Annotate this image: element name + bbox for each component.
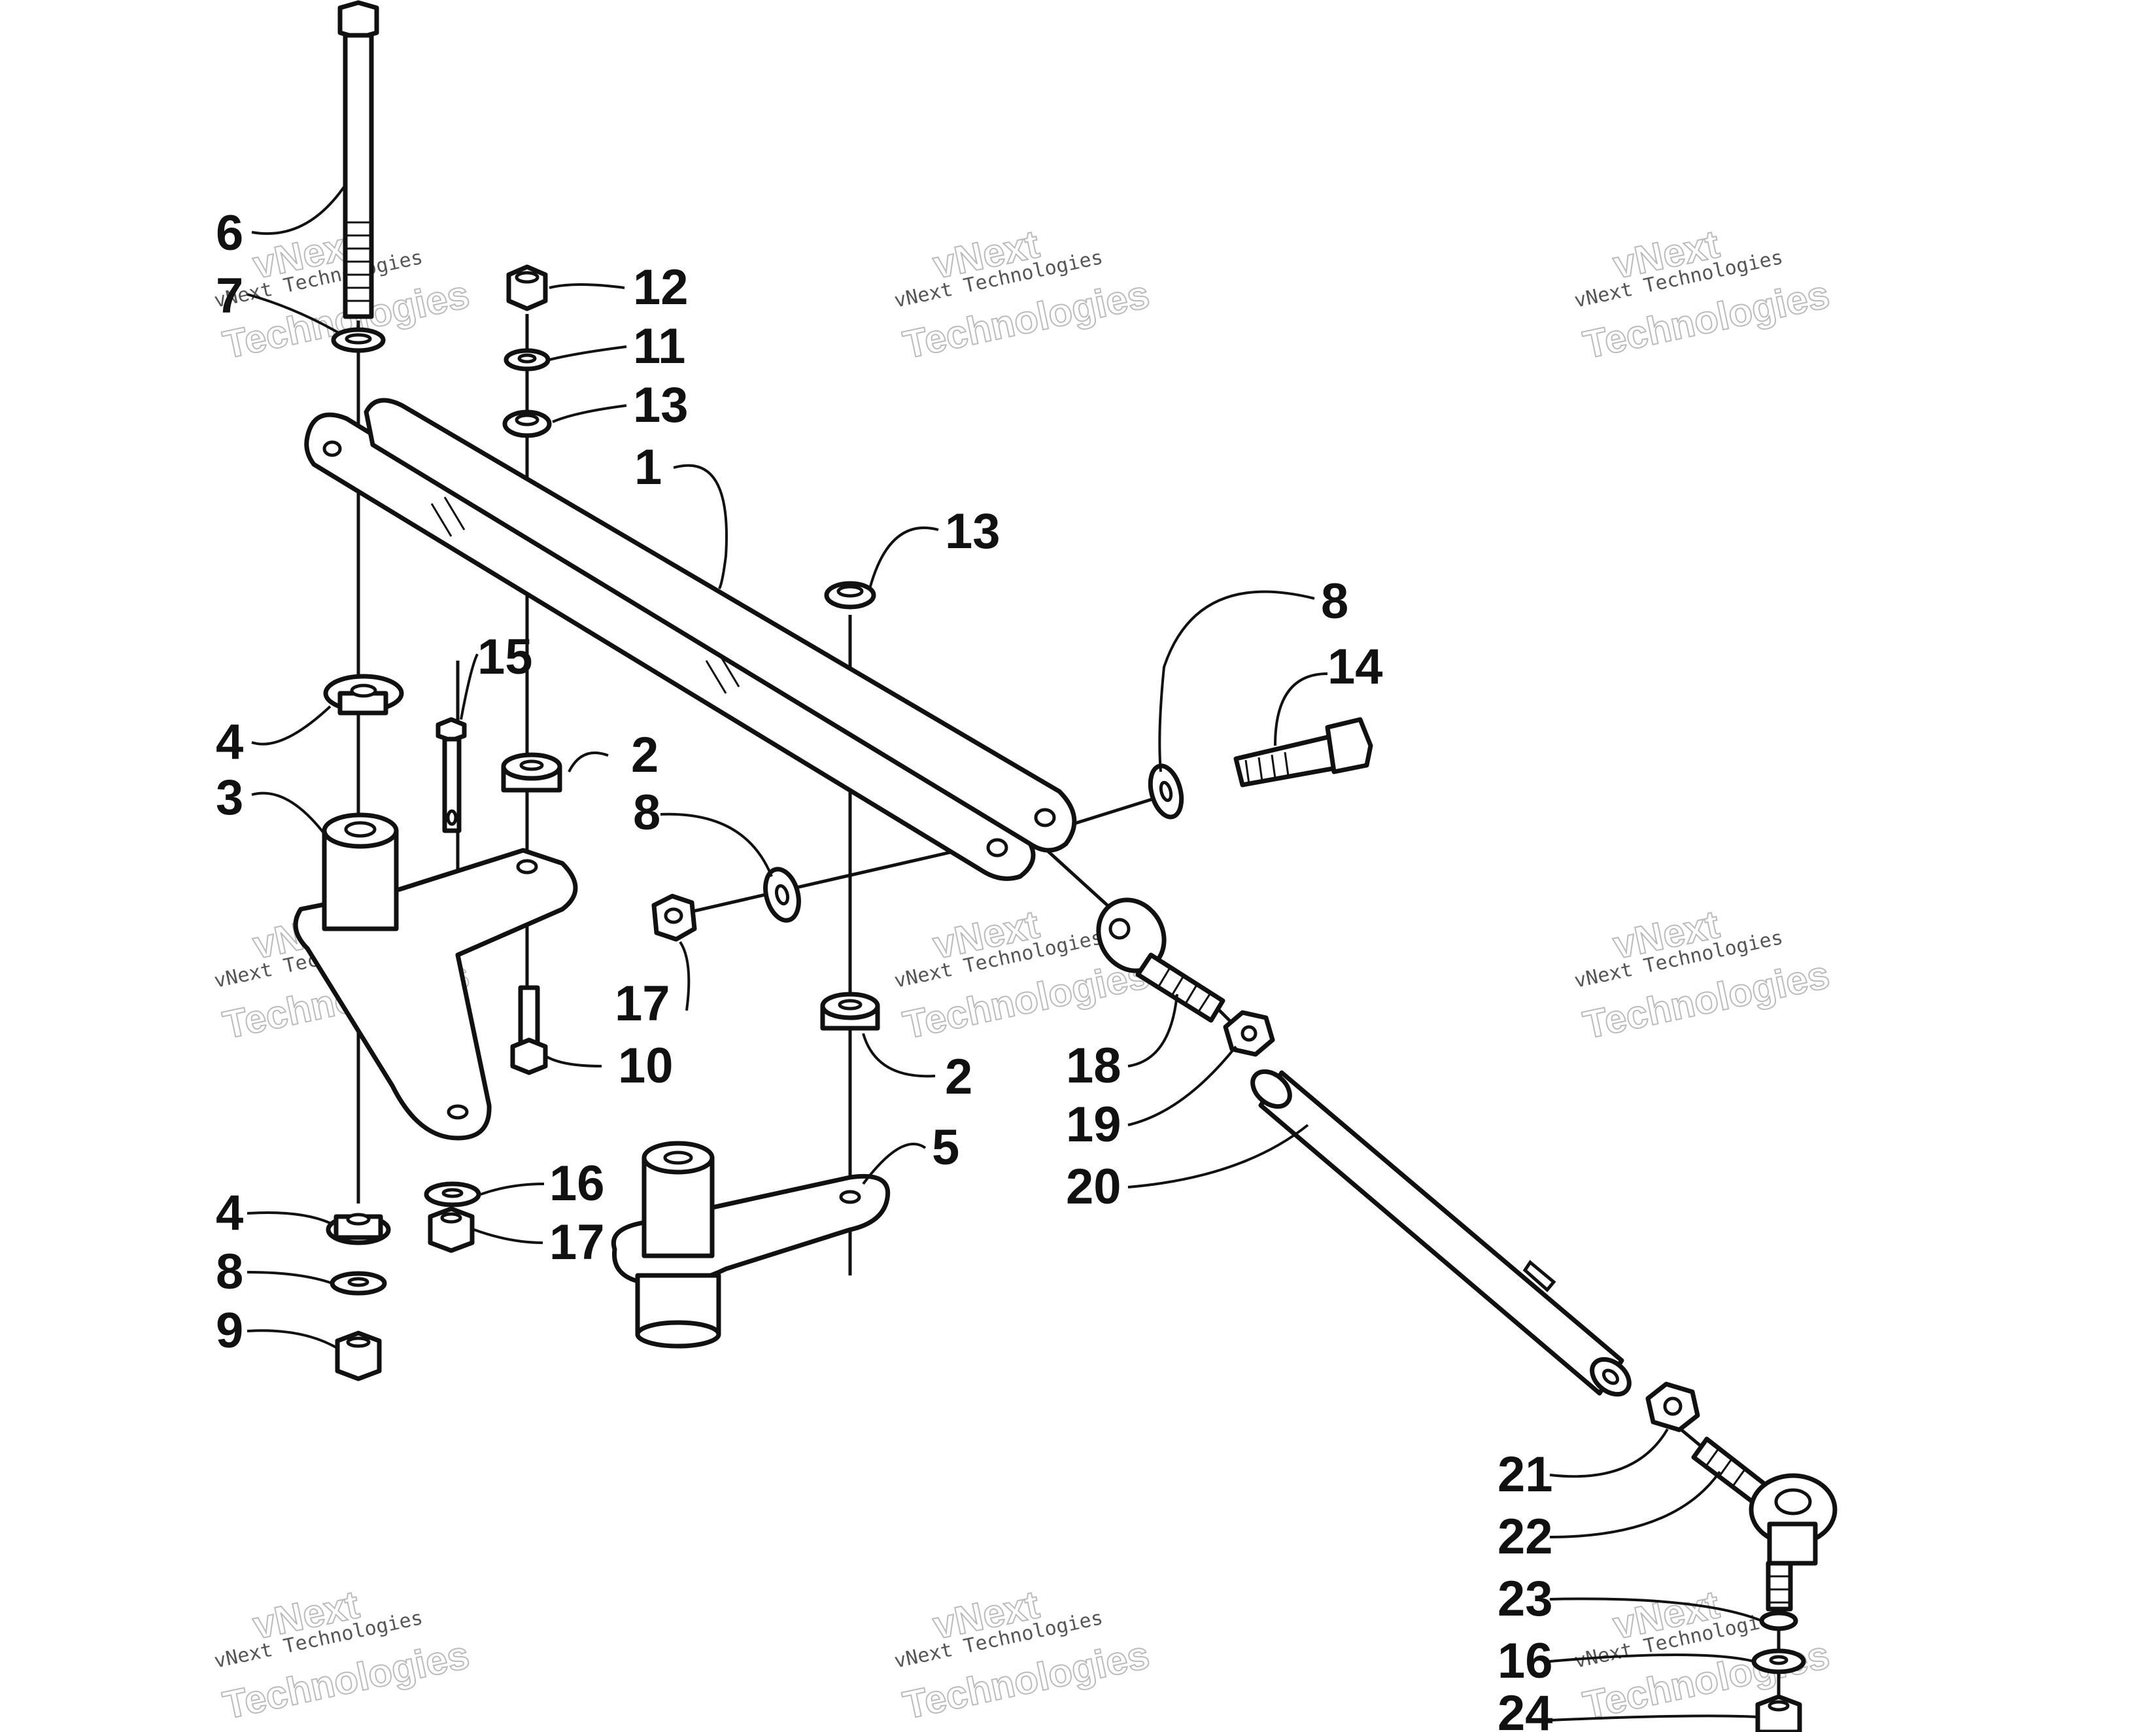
part-3-spindle-arm [293, 812, 578, 1141]
callout-8: 8 [633, 785, 660, 840]
part-13-bushing [502, 409, 552, 438]
part-4-flange-nut [326, 1213, 391, 1245]
part-2-spacer [820, 992, 880, 1031]
callout-14: 14 [1327, 639, 1383, 695]
callout-8: 8 [1321, 574, 1348, 629]
part-15-clevis-pin [436, 717, 467, 833]
callout-8: 8 [216, 1244, 243, 1300]
part-17-lock-nut [651, 893, 697, 942]
part-8-washer [330, 1271, 387, 1296]
part-1-steering-arm [304, 398, 1077, 881]
part-12-nut [506, 264, 548, 311]
part-11-washer [504, 348, 551, 372]
callout-20: 20 [1066, 1159, 1121, 1215]
part-16-washer [424, 1181, 481, 1207]
callout-4: 4 [216, 1185, 243, 1241]
part-8-washer [763, 867, 801, 923]
callout-19: 19 [1066, 1097, 1121, 1152]
part-16-washer [1751, 1648, 1806, 1674]
callout-12: 12 [633, 260, 689, 315]
part-13-bushing [824, 581, 876, 610]
callout-5: 5 [932, 1120, 959, 1175]
callout-13: 13 [633, 377, 689, 433]
callout-23: 23 [1497, 1571, 1553, 1627]
callout-10: 10 [618, 1038, 674, 1094]
part-23-washer [1759, 1610, 1798, 1631]
callout-7: 7 [216, 268, 243, 324]
callout-11: 11 [633, 319, 685, 374]
callout-22: 22 [1497, 1509, 1553, 1565]
callout-16: 16 [1497, 1633, 1553, 1689]
part-22-ball-joint [1691, 1436, 1838, 1612]
callout-labels: 6 7 12 11 13 1 13 8 14 15 2 4 3 8 10 17 … [216, 205, 1553, 1732]
callout-1: 1 [634, 440, 662, 495]
callout-16: 16 [549, 1156, 605, 1211]
part-10-bolt [510, 985, 548, 1075]
callout-17: 17 [615, 976, 670, 1031]
callout-2: 2 [945, 1049, 972, 1105]
part-7-washer [331, 327, 386, 353]
callout-18: 18 [1066, 1038, 1121, 1094]
part-17-lock-nut [428, 1206, 475, 1253]
callout-6: 6 [216, 205, 243, 261]
part-14-bolt [1233, 717, 1373, 788]
callout-3: 3 [216, 770, 243, 825]
callout-15: 15 [477, 629, 533, 685]
part-8-washer [1148, 763, 1184, 820]
part-21-jam-nut [1645, 1381, 1700, 1432]
callout-17: 17 [549, 1215, 605, 1270]
callout-24: 24 [1497, 1686, 1553, 1732]
part-24-nut [1755, 1694, 1802, 1732]
part-4-flange-nut [323, 674, 404, 716]
part-6-long-bolt [337, 0, 379, 319]
part-5-steering-arm [611, 1141, 891, 1349]
part-2-spacer [501, 752, 562, 793]
part-9-nut [335, 1330, 382, 1381]
callout-2: 2 [631, 727, 659, 783]
callout-9: 9 [216, 1303, 243, 1359]
callout-13: 13 [945, 504, 1001, 559]
callout-21: 21 [1497, 1447, 1553, 1502]
part-19-jam-nut [1223, 1010, 1275, 1057]
part-18-rod-end [1096, 897, 1225, 1023]
part-20-tie-rod [1250, 1069, 1632, 1397]
leader-lines [247, 182, 1762, 1722]
callout-4: 4 [216, 714, 243, 770]
